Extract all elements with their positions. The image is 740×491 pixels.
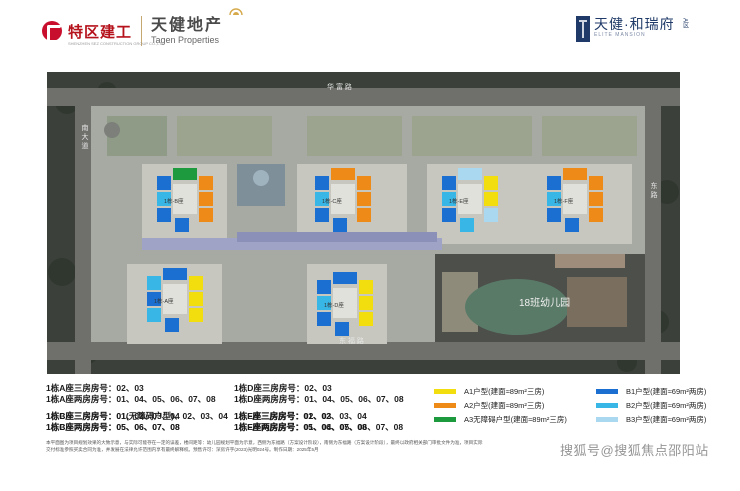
f-three-room-row: 1栋F座三房房号：01、02、03、04 xyxy=(234,411,367,421)
b-two-room-row: 1栋B座两房房号：05、06、07、08 xyxy=(46,422,180,432)
project-tag: A区 xyxy=(681,18,688,29)
site-plan-map: 华 富 路 东 福 路 东 路 南 大 道 18班幼儿园 1栋-B座 1栋-C座… xyxy=(47,72,680,374)
sun-icon xyxy=(229,8,243,16)
e-two-room-row: 1栋E座两房房号：01、04、05、06、07、08 xyxy=(234,422,404,432)
building-label-d: 1栋-D座 xyxy=(324,303,344,309)
building-label-c: 1栋-C座 xyxy=(322,199,342,205)
d-two-room-row: 1栋D座两房房号：01、04、05、06、07、08 xyxy=(234,394,404,404)
legend-a2-swatch xyxy=(434,403,456,408)
building-label-b: 1栋-B座 xyxy=(164,199,184,205)
legend-b1-swatch xyxy=(596,389,618,394)
disclaimer-line-2: 交付标准参照买卖合同为准，并发展在法律允许范围内享有最终解释权。预售许可：深房许… xyxy=(46,446,319,452)
legend-a1: A1户型(建面≈89m²三房) xyxy=(434,386,544,397)
tagen-logo: 天健地产 Tagen Properties xyxy=(151,17,223,46)
a-two-room-row: 1栋A座两房房号：01、04、05、06、07、08 xyxy=(46,394,216,404)
legend-a3: A3无障碍户型(建面≈89m²三房) xyxy=(434,414,567,425)
legend-b2-swatch xyxy=(596,403,618,408)
road-west-label: 南 大 道 xyxy=(81,124,88,149)
disclaimer-line-1: 本平面图为项目规划效果的大致示意，与实际可能存在一定的误差，楼间距等：幼儿园规划… xyxy=(46,440,483,445)
building-group xyxy=(147,168,603,336)
legend-b3: B3户型(建面≈69m²两房) xyxy=(596,414,706,425)
kindergarten-label: 18班幼儿园 xyxy=(519,298,571,309)
road-north-label: 华 富 路 xyxy=(327,84,352,91)
project-name-cn: 天健·和瑞府 xyxy=(594,16,675,32)
a-three-room-row: 1栋A座三房房号：02、03 xyxy=(46,383,144,393)
c-two-room-row: 1栋C座两房房号：05、06、07、08 xyxy=(46,422,180,432)
c-three-room-row: 1栋C座三房房号：01、02、03、04 xyxy=(46,411,180,421)
legend-b1: B1户型(建面≈69m²两房) xyxy=(596,386,706,397)
legend-b3-swatch xyxy=(596,417,618,422)
building-label-e: 1栋-E座 xyxy=(449,199,469,205)
developer-logos: 特区建工 SHENZHEN SEZ CONSTRUCTION GROUP CO.… xyxy=(42,14,223,48)
legend-a1-swatch xyxy=(434,389,456,394)
sez-construction-logo-icon xyxy=(42,21,63,43)
legend-b2: B2户型(建面≈69m²两房) xyxy=(596,400,706,411)
tagen-t-icon xyxy=(576,16,590,42)
watermark: 搜狐号@搜狐焦点邵阳站 xyxy=(560,443,709,458)
d-three-room-row: 1栋D座三房房号：02、03 xyxy=(234,383,332,393)
developer2-name-en: Tagen Properties xyxy=(151,34,220,45)
legend-a2: A2户型(建面≈89m²三房) xyxy=(434,400,544,411)
disclaimer-note: 本平面图为项目规划效果的大致示意，与实际可能存在一定的误差，楼间距等：幼儿园规划… xyxy=(46,440,646,453)
f-two-room-row: 1栋F座两房房号：05、06、07、08 xyxy=(234,422,367,432)
developer1-sub: SHENZHEN SEZ CONSTRUCTION GROUP CO.,LTD xyxy=(68,40,165,46)
developer1-name: 特区建工 xyxy=(68,23,133,41)
building-label-a: 1栋-A座 xyxy=(154,299,174,305)
b-three-room-row: 1栋B座三房房号：01(无障碍户型)、02、03、04 xyxy=(46,411,228,421)
site-plan-svg xyxy=(47,72,680,374)
logo-divider xyxy=(141,16,143,46)
project-logo: 天健·和瑞府 ELITE MANSION A区 xyxy=(576,16,690,42)
developer2-name-cn: 天健地产 xyxy=(151,16,224,34)
e-three-room-row: 1栋E座三房房号：02、03 xyxy=(234,411,332,421)
unit-info-section: 1栋A座三房房号：02、03 1栋A座两房房号：01、04、05、06、07、0… xyxy=(46,382,706,442)
project-name-en: ELITE MANSION xyxy=(594,32,646,38)
road-east-label: 东 路 xyxy=(650,182,657,198)
road-south-label: 东 福 路 xyxy=(339,338,364,345)
legend-a3-swatch xyxy=(434,417,456,422)
building-label-f: 1栋-F座 xyxy=(554,199,574,205)
